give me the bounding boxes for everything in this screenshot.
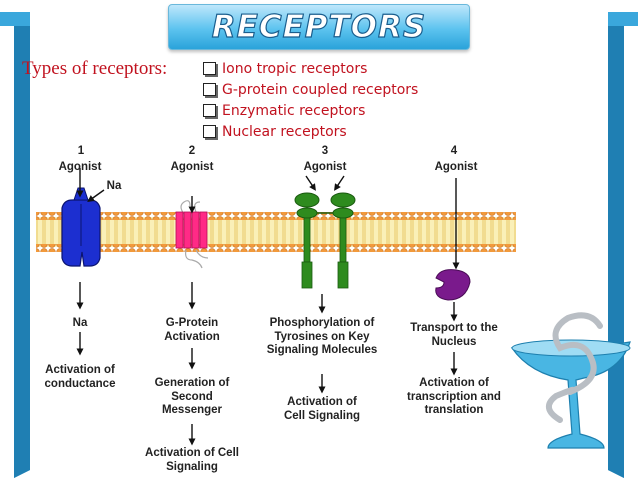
receptor-4-step-1: Transport to the Nucleus [410,322,498,348]
receptor-1-step-2: Activation of conductance [44,364,116,390]
receptor-3-number: 3 [321,145,329,157]
receptor-2-step-3: Activation of Cell Signaling [145,447,239,473]
receptor-1-step-1: Na [72,317,88,329]
receptor-3-agonist: Agonist [303,161,347,173]
receptor-4-number: 4 [450,145,458,157]
checkbox-icon [203,125,216,138]
type-item-enzymatic: Enzymatic receptors [203,100,418,121]
receptor-4-agonist: Agonist [434,161,478,173]
pharmacy-symbol-image [510,312,631,449]
receptor-3-step-1: Phosphorylation of Tyrosines on Key Sign… [266,317,378,356]
page-title: RECEPTORS [211,8,427,45]
types-list: Iono tropic receptors G-protein coupled … [203,58,418,142]
receptor-2-step-2: Generation of Second Messenger [154,377,230,416]
type-item-gpcr: G-protein coupled receptors [203,79,418,100]
type-item-nuclear: Nuclear receptors [203,121,418,142]
title-banner: RECEPTORS [168,4,470,50]
receptor-4-step-2: Activation of transcription and translat… [407,377,501,416]
type-item-ionotropic: Iono tropic receptors [203,58,418,79]
receptor-1-agonist: Agonist [58,161,102,173]
receptor-1-ion: Na [106,180,122,192]
left-corner-decoration [0,12,30,478]
receptor-3-step-2: Activation of Cell Signaling [283,396,361,422]
checkbox-icon [203,62,216,75]
checkbox-icon [203,104,216,117]
receptor-1-number: 1 [77,145,85,157]
receptor-2-number: 2 [188,145,196,157]
types-label: Types of receptors: [22,58,168,79]
gpcr-receptor [175,196,209,446]
receptor-2-agonist: Agonist [170,161,214,173]
ionotropic-receptor [61,168,105,356]
enzymatic-receptor [294,175,356,394]
nuclear-receptor [435,178,471,376]
checkbox-icon [203,83,216,96]
cell-membrane [36,212,516,252]
receptor-2-step-1: G-Protein Activation [164,317,220,343]
